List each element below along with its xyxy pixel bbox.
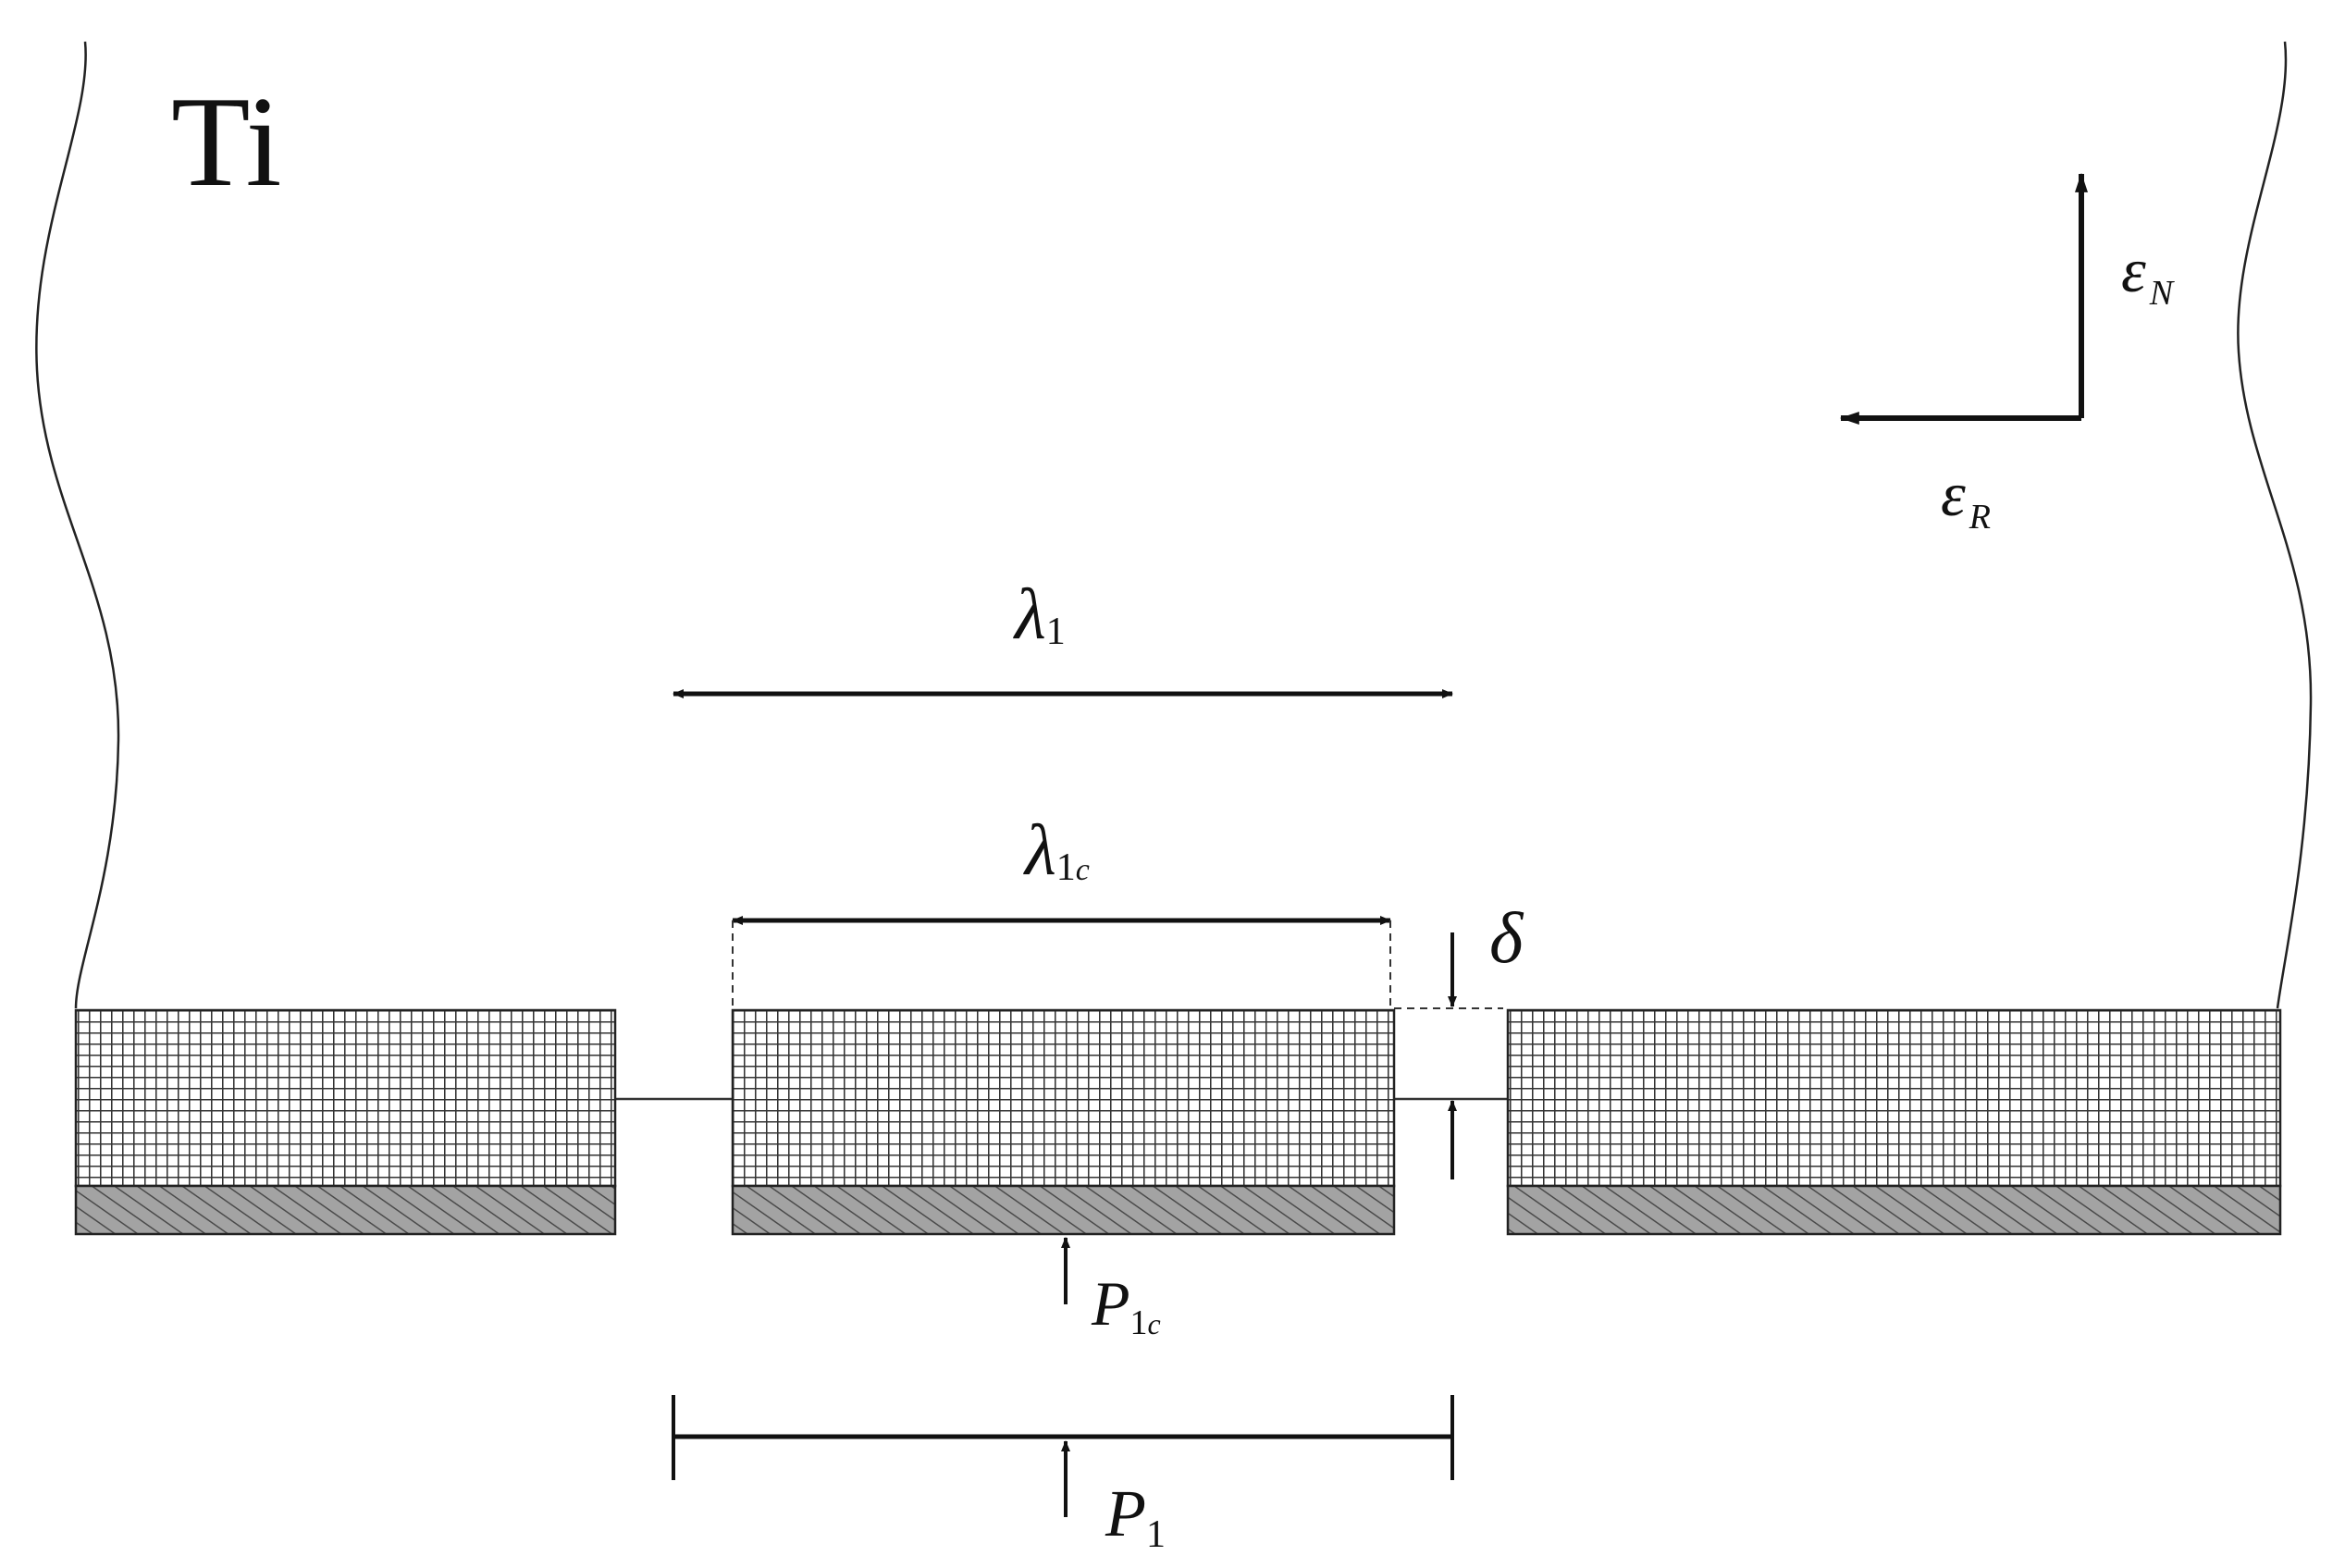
left-fragment-hatched-layer [74,1184,617,1236]
center-fragment-hatched-layer [731,1184,1396,1236]
right-fragment [1506,1008,2282,1236]
material-label: Ti [171,70,282,214]
delta-label: δ [1489,897,1524,978]
p1-load-bar [672,1395,1454,1480]
lambda1-label: λ1 [1013,574,1066,654]
left-fragment-grid-layer [74,1008,617,1188]
p1c-label: P1c [1091,1268,1161,1342]
lambda1c-label: λ1c [1023,809,1090,890]
p1-label: P1 [1105,1476,1166,1556]
right-fragment-grid-layer [1506,1008,2282,1188]
left-fragment [74,1008,617,1236]
right-wavy-boundary [2237,41,2313,1009]
right-fragment-hatched-layer [1506,1184,2282,1236]
center-fragment-grid-layer [731,1008,1396,1188]
left-wavy-boundary [35,41,120,1009]
center-fragment [731,1008,1396,1236]
